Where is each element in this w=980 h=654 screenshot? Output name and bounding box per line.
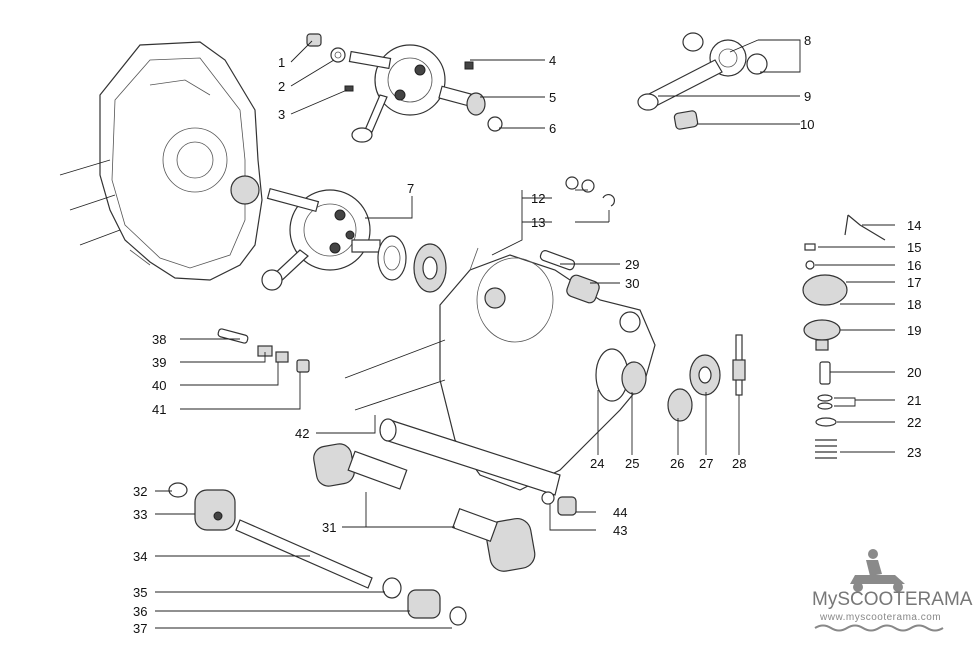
callout-21: 21: [907, 393, 921, 408]
callout-40: 40: [152, 378, 166, 393]
callout-35: 35: [133, 585, 147, 600]
callout-28: 28: [732, 456, 746, 471]
callout-1: 1: [278, 55, 285, 70]
callout-30: 30: [625, 276, 639, 291]
callout-41: 41: [152, 402, 166, 417]
crankcase-half-right: [344, 247, 656, 496]
watermark-brand: MySCOOTERAMA: [812, 589, 973, 610]
watermark-brand-name: SCOOTERAMA: [837, 589, 972, 610]
callout-7: 7: [407, 181, 414, 196]
callout-34: 34: [133, 549, 147, 564]
callout-14: 14: [907, 218, 921, 233]
callout-labels: 1 2 3 4 5 6 7 8 9 10 12 13 14 15 16 17 1…: [133, 33, 921, 636]
crankcase-half-left: [59, 41, 263, 281]
callout-26: 26: [670, 456, 684, 471]
callout-12: 12: [531, 191, 545, 206]
callout-23: 23: [907, 445, 921, 460]
callout-19: 19: [907, 323, 921, 338]
callout-37: 37: [133, 621, 147, 636]
stud-and-nuts-38-41: [217, 328, 310, 373]
callout-22: 22: [907, 415, 921, 430]
bushings-29-30: [539, 250, 600, 304]
callout-15: 15: [907, 240, 921, 255]
small-parts-4-6: [464, 61, 503, 132]
watermark-wave: [814, 624, 944, 632]
callout-25: 25: [625, 456, 639, 471]
callout-42: 42: [295, 426, 309, 441]
callout-17: 17: [907, 275, 921, 290]
callout-3: 3: [278, 107, 285, 122]
callout-27: 27: [699, 456, 713, 471]
crankshaft-upper: [348, 44, 472, 143]
callout-24: 24: [590, 456, 604, 471]
callout-39: 39: [152, 355, 166, 370]
callout-20: 20: [907, 365, 921, 380]
callout-38: 38: [152, 332, 166, 347]
callout-16: 16: [907, 258, 921, 273]
scooter-rider-icon: [850, 549, 905, 592]
oil-pump-assembly-14-23: [802, 214, 886, 459]
callout-29: 29: [625, 257, 639, 272]
swingarm-bushings-31-37: [168, 443, 577, 626]
callout-5: 5: [549, 90, 556, 105]
connecting-rod-kit: [637, 32, 768, 130]
watermark: MySCOOTERAMA www.myscooterama.com: [812, 549, 973, 632]
leader-lines: [155, 39, 895, 629]
callout-44: 44: [613, 505, 627, 520]
callout-10: 10: [800, 117, 814, 132]
callout-6: 6: [549, 121, 556, 136]
callout-8: 8: [804, 33, 811, 48]
callout-43: 43: [613, 523, 627, 538]
callout-36: 36: [133, 604, 147, 619]
crankshaft-main: [261, 187, 447, 293]
callout-32: 32: [133, 484, 147, 499]
callout-4: 4: [549, 53, 556, 68]
callout-2: 2: [278, 79, 285, 94]
callout-13: 13: [531, 215, 545, 230]
small-rings-12-13: [565, 176, 615, 207]
callout-33: 33: [133, 507, 147, 522]
watermark-brand-prefix: My: [812, 589, 838, 610]
callout-31: 31: [322, 520, 336, 535]
watermark-url: www.myscooterama.com: [819, 612, 941, 623]
callout-18: 18: [907, 297, 921, 312]
gears-24-28: [595, 334, 746, 422]
callout-9: 9: [804, 89, 811, 104]
